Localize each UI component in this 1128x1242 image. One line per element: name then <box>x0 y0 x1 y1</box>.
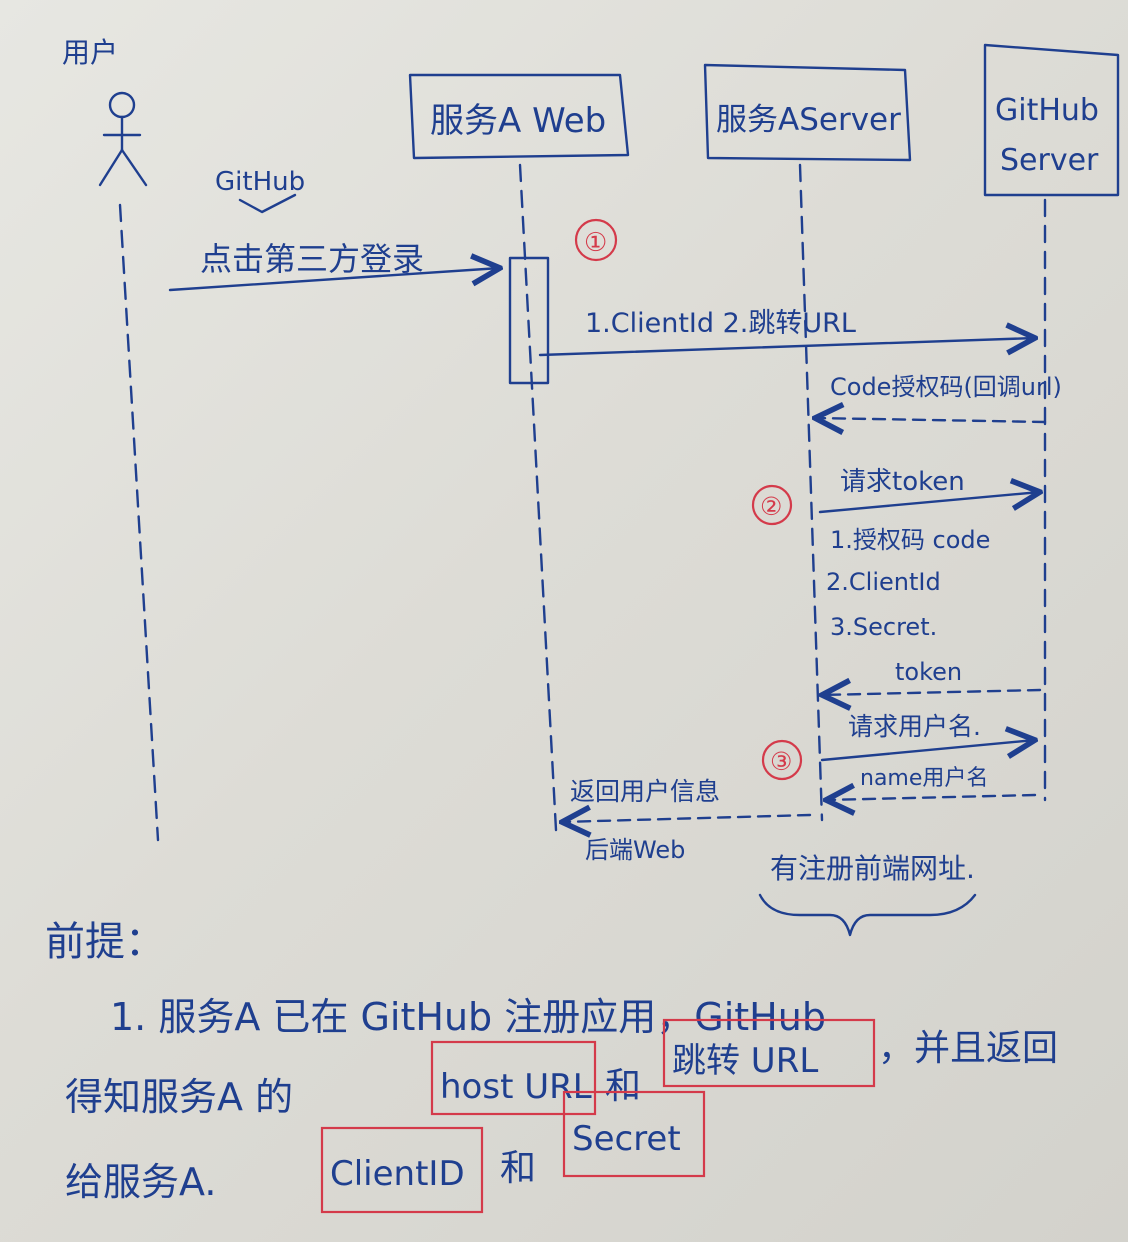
name-return-arrow <box>826 795 1037 800</box>
redirect-url: 跳转 URL <box>672 1041 818 1081</box>
web-box-label: 服务A Web <box>430 101 606 141</box>
redirect-arrow <box>538 338 1035 357</box>
premise-line2-and: 和 <box>605 1066 641 1107</box>
param-secret: 3.Secret. <box>830 613 937 641</box>
premise-line2-start: 得知服务A 的 <box>65 1075 293 1119</box>
step3-marker: ③ <box>770 747 792 776</box>
request-username-label: 请求用户名. <box>848 712 981 741</box>
github-box: GitHub Server <box>983 43 1120 197</box>
premise-line3-start: 给服务A. <box>65 1160 216 1204</box>
premise-line2-end: ，并且返回 <box>878 1028 1058 1069</box>
web-lifeline <box>518 163 558 832</box>
github-note: GitHub <box>215 167 305 197</box>
name-return-label: name用户名 <box>860 766 988 791</box>
notify-web-label: 后端Web <box>585 836 685 864</box>
request-token-arrow <box>818 492 1040 514</box>
premise-title: 前提： <box>45 919 165 965</box>
frontend-brace <box>758 893 977 937</box>
request-token-label: 请求token <box>840 467 965 497</box>
server-box-label: 服务AServer <box>716 102 901 138</box>
return-userinfo-arrow <box>562 815 812 822</box>
request-username-arrow <box>820 740 1035 762</box>
param-clientid: 2.ClientId <box>826 568 941 596</box>
github-box-label-2: Server <box>1000 143 1099 178</box>
web-activation-bar <box>508 256 550 385</box>
user-lifeline <box>118 203 160 842</box>
code-callback-label: Code授权码(回调url) <box>830 373 1062 401</box>
clientid-highlight <box>320 1126 484 1214</box>
secret-highlight <box>562 1090 706 1178</box>
github-box-label-1: GitHub <box>995 93 1099 128</box>
step2-marker: ② <box>760 492 782 521</box>
user-head <box>108 91 136 119</box>
frontend-note: 有注册前端网址. <box>770 852 975 885</box>
host-url-highlight <box>430 1040 597 1116</box>
premise-line3-and: 和 <box>500 1148 536 1189</box>
click-login-arrow <box>168 268 500 292</box>
clientid-redirect-label: 1.ClientId 2.跳转URL <box>585 308 856 339</box>
return-userinfo-label: 返回用户信息 <box>570 777 720 806</box>
token-return-arrow <box>822 690 1042 695</box>
code-callback-arrow <box>815 418 1047 422</box>
premise-secret: Secret <box>572 1119 681 1159</box>
user-label: 用户 <box>62 36 118 69</box>
premise-line1: 1. 服务A 已在 GitHub 注册应用，GitHub <box>110 995 826 1039</box>
server-lifeline <box>798 163 824 822</box>
premise-clientid: ClientID <box>330 1154 465 1194</box>
click-login-label: 点击第三方登录 <box>200 240 424 278</box>
user-actor: 用户 <box>62 36 148 187</box>
token-return-label: token <box>895 658 962 686</box>
web-box: 服务A Web <box>408 73 630 160</box>
step1-marker: ① <box>584 228 607 258</box>
server-box: 服务AServer <box>703 63 912 162</box>
host-url: host URL <box>440 1067 592 1107</box>
redirect-url-highlight <box>662 1018 876 1088</box>
param-code: 1.授权码 code <box>830 526 990 554</box>
